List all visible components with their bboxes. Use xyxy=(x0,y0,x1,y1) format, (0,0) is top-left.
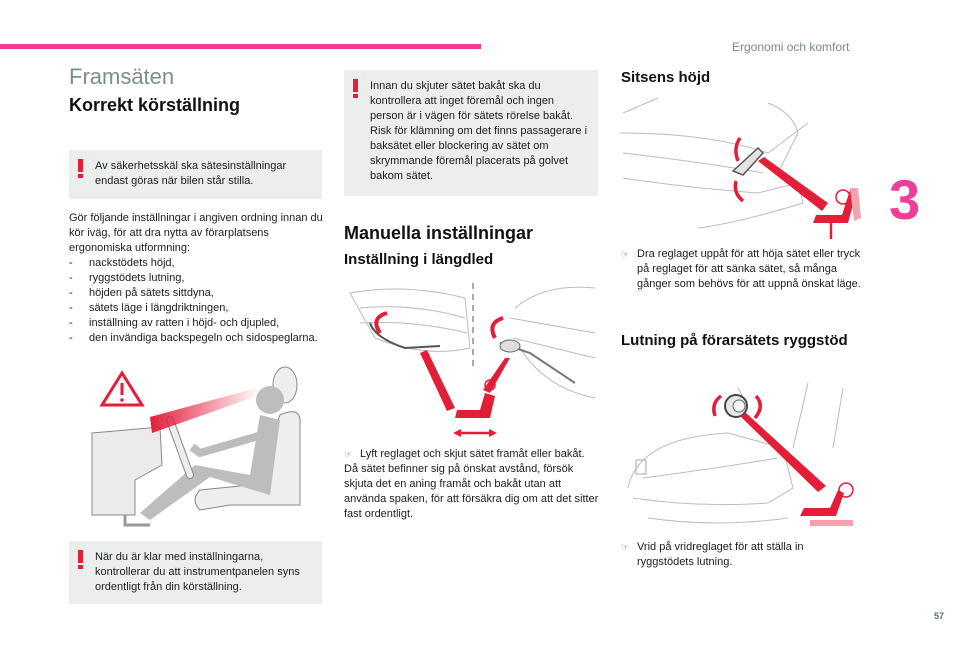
seat-longitudinal-adjustment-illustration xyxy=(349,283,596,437)
step-text: Vrid på vridreglaget för att ställa in r… xyxy=(637,541,804,568)
pointing-hand-icon: ☞ xyxy=(344,449,353,459)
adjustment-order-list: nackstödets höjd, ryggstödets lutning, h… xyxy=(69,256,331,346)
heading-manual-adjustments: Manuella inställningar xyxy=(344,223,534,243)
page-number: 57 xyxy=(934,611,945,621)
pointing-hand-icon: ☞ xyxy=(621,249,630,259)
step-recline: ☞ Vrid på vridreglaget för att ställa in… xyxy=(621,540,861,570)
seat-backrest-knob-illustration xyxy=(627,382,854,526)
recline-instructions: ☞ Vrid på vridreglaget för att ställa in… xyxy=(621,540,861,570)
longitudinal-instructions: ☞ Lyft reglaget och skjut sätet framåt e… xyxy=(344,447,600,522)
warning-icon xyxy=(353,79,358,98)
lift-arrow-icon xyxy=(374,311,388,335)
driver-position-illustration xyxy=(91,366,301,527)
warning-icon xyxy=(78,159,83,178)
warning-triangle-icon xyxy=(99,370,145,407)
list-item: den invändiga backspegeln och sidospegla… xyxy=(69,331,331,346)
list-item: sätets läge i längdriktningen, xyxy=(69,301,331,316)
pointing-hand-icon: ☞ xyxy=(621,542,630,552)
heading-correct-driving-position: Korrekt körställning xyxy=(69,95,241,115)
warning-box-adjust-stationary: Av säkerhetsskäl ska sätesinställningar … xyxy=(69,150,322,199)
down-arrow-icon xyxy=(733,180,745,203)
seat-height-lever-illustration xyxy=(619,97,861,239)
warning-text: Innan du skjuter sätet bakåt ska du kont… xyxy=(370,80,588,182)
list-item: inställning av ratten i höjd- och djuple… xyxy=(69,316,331,331)
intro-text: Gör följande inställningar i angiven ord… xyxy=(69,212,323,254)
up-arrow-icon xyxy=(734,136,742,162)
warning-box-check-instrument-panel: När du är klar med inställningarna, kont… xyxy=(69,541,322,604)
section-title: Framsäten xyxy=(69,64,175,89)
step-text: Lyft reglaget och skjut sätet framåt ell… xyxy=(360,448,585,460)
chapter-number: 3 xyxy=(889,168,921,231)
chapter-title: Ergonomi och komfort xyxy=(732,40,850,54)
list-item: höjden på sätets sittdyna, xyxy=(69,286,331,301)
intro-paragraph: Gör följande inställningar i angiven ord… xyxy=(69,211,331,346)
chapter-accent-bar xyxy=(0,44,481,49)
subheading-longitudinal: Inställning i längdled xyxy=(344,251,494,268)
warning-box-seat-backwards: Innan du skjuter sätet bakåt ska du kont… xyxy=(344,70,598,196)
list-item: ryggstödets lutning, xyxy=(69,271,331,286)
height-instructions: ☞ Dra reglaget uppåt för att höja sätet … xyxy=(621,247,861,292)
check-paragraph: Då sätet befinner sig på önskat avstånd,… xyxy=(344,463,599,520)
rotate-right-arrow-icon xyxy=(753,394,762,420)
step-longitudinal: ☞ Lyft reglaget och skjut sätet framåt e… xyxy=(344,447,600,462)
warning-icon xyxy=(78,550,83,569)
step-text: Dra reglaget uppåt för att höja sätet el… xyxy=(637,248,861,290)
warning-text: När du är klar med inställningarna, kont… xyxy=(95,551,300,593)
step-height: ☞ Dra reglaget uppåt för att höja sätet … xyxy=(621,247,861,292)
warning-text: Av säkerhetsskäl ska sätesinställningar … xyxy=(95,160,287,187)
heading-seat-height: Sitsens höjd xyxy=(621,69,711,86)
list-item: nackstödets höjd, xyxy=(69,256,331,271)
rotate-left-arrow-icon xyxy=(712,394,723,417)
heading-backrest-recline: Lutning på förarsätets ryggstöd xyxy=(621,332,848,349)
lift-arrow-icon xyxy=(490,316,504,339)
